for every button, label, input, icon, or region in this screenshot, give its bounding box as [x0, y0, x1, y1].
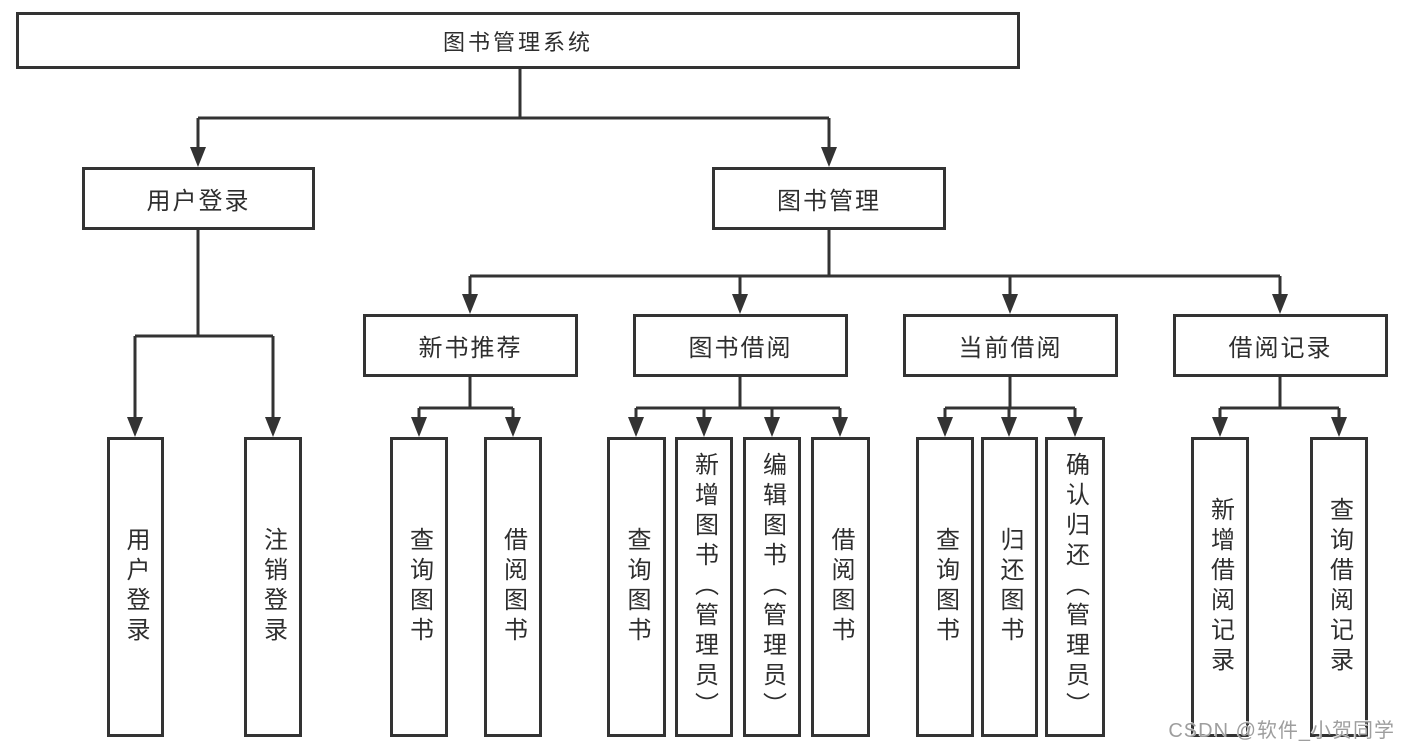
- arrowhead-down-icon: [764, 417, 780, 437]
- arrowhead-down-icon: [696, 417, 712, 437]
- node-borrowing-records: 借阅记录: [1173, 314, 1388, 377]
- connector-book-borrowing-branch: [628, 377, 848, 437]
- connector-borrowing-records-branch: [1212, 377, 1347, 437]
- connector-line: [634, 377, 842, 419]
- arrowhead-down-icon: [127, 417, 143, 437]
- node-user-login: 用户登录: [82, 167, 315, 230]
- arrowhead-down-icon: [832, 417, 848, 437]
- connector-line: [417, 377, 515, 419]
- leaf-label: 归还图书: [996, 527, 1023, 647]
- leaf-add-book-admin: 新增图书（管理员）: [675, 437, 733, 737]
- connector-book-management-branch: [462, 230, 1288, 314]
- connector-root-to-level2: [190, 69, 837, 167]
- connector-user-login-branch: [127, 230, 281, 437]
- leaf-confirm-return-admin: 确认归还（管理员）: [1045, 437, 1105, 737]
- leaf-query-books-recommend: 查询图书: [390, 437, 448, 737]
- node-current-borrowing: 当前借阅: [903, 314, 1118, 377]
- connector-line: [196, 69, 831, 149]
- connector-line: [1218, 377, 1341, 419]
- arrowhead-down-icon: [1002, 294, 1018, 314]
- node-new-book-recommend-label: 新书推荐: [418, 335, 523, 362]
- leaf-query-borrow-record: 查询借阅记录: [1310, 437, 1368, 737]
- csdn-watermark: CSDN @软件_小贺同学: [1168, 720, 1395, 742]
- leaf-label: 编辑图书（管理员）: [758, 452, 786, 722]
- leaf-label: 查询图书: [931, 527, 959, 647]
- arrowhead-down-icon: [1067, 417, 1083, 437]
- arrowhead-down-icon: [505, 417, 521, 437]
- node-root-library-system: 图书管理系统: [16, 12, 1020, 69]
- node-current-borrowing-label: 当前借阅: [958, 335, 1063, 362]
- node-user-login-label: 用户登录: [146, 188, 251, 215]
- node-book-borrowing: 图书借阅: [633, 314, 848, 377]
- leaf-query-books-borrowing: 查询图书: [607, 437, 666, 737]
- leaf-label: 借阅图书: [827, 527, 854, 647]
- arrowhead-down-icon: [628, 417, 644, 437]
- leaf-logout: 注销登录: [244, 437, 302, 737]
- arrowhead-down-icon: [190, 147, 206, 167]
- connector-line: [468, 230, 1282, 296]
- leaf-borrow-books: 借阅图书: [811, 437, 870, 737]
- node-book-management-label: 图书管理: [777, 188, 881, 215]
- connector-line: [133, 230, 275, 419]
- leaf-return-book: 归还图书: [981, 437, 1038, 737]
- leaf-edit-book-admin: 编辑图书（管理员）: [743, 437, 801, 737]
- leaf-label: 查询借阅记录: [1325, 497, 1353, 677]
- arrowhead-down-icon: [821, 147, 837, 167]
- arrowhead-down-icon: [265, 417, 281, 437]
- arrowhead-down-icon: [1272, 294, 1288, 314]
- leaf-label: 查询图书: [623, 527, 650, 647]
- arrowhead-down-icon: [732, 294, 748, 314]
- leaf-query-books-current: 查询图书: [916, 437, 974, 737]
- node-root-label: 图书管理系统: [442, 29, 593, 55]
- connector-current-borrowing-branch: [937, 377, 1083, 437]
- arrowhead-down-icon: [1212, 417, 1228, 437]
- node-borrowing-records-label: 借阅记录: [1228, 335, 1333, 362]
- leaf-add-borrow-record: 新增借阅记录: [1191, 437, 1249, 737]
- arrowhead-down-icon: [1001, 417, 1017, 437]
- leaf-label: 新增借阅记录: [1206, 497, 1234, 677]
- node-new-book-recommend: 新书推荐: [363, 314, 578, 377]
- node-book-management: 图书管理: [712, 167, 946, 230]
- leaf-label: 新增图书（管理员）: [690, 452, 718, 722]
- connector-line: [943, 377, 1077, 419]
- arrowhead-down-icon: [411, 417, 427, 437]
- leaf-label: 用户登录: [122, 527, 149, 647]
- leaf-label: 注销登录: [259, 527, 287, 647]
- leaf-label: 借阅图书: [499, 527, 527, 647]
- arrowhead-down-icon: [462, 294, 478, 314]
- connector-new-book-recommend-branch: [411, 377, 521, 437]
- leaf-label: 确认归还（管理员）: [1061, 452, 1089, 722]
- leaf-borrow-books-recommend: 借阅图书: [484, 437, 542, 737]
- arrowhead-down-icon: [1331, 417, 1347, 437]
- leaf-user-login: 用户登录: [107, 437, 164, 737]
- leaf-label: 查询图书: [405, 527, 433, 647]
- node-book-borrowing-label: 图书借阅: [688, 335, 793, 362]
- arrowhead-down-icon: [937, 417, 953, 437]
